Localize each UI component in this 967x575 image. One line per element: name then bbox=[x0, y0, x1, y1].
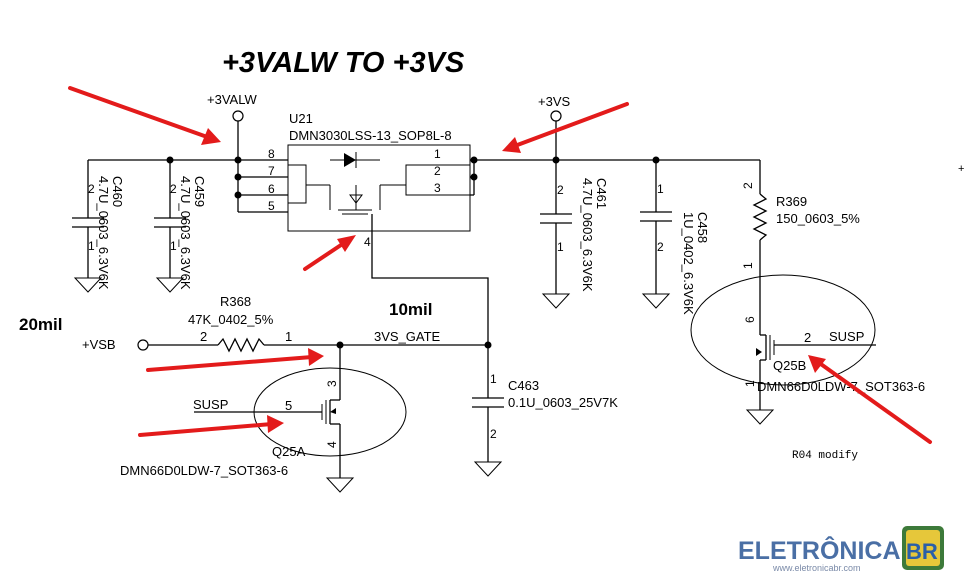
c458-pin-1: 1 bbox=[657, 182, 664, 196]
r369-pin-2: 2 bbox=[741, 182, 755, 189]
r368-value: 47K_0402_5% bbox=[188, 312, 274, 327]
u21-pin-3: 3 bbox=[434, 181, 441, 195]
q25a-pin-4: 4 bbox=[325, 441, 339, 448]
q25a-susp-label: SUSP bbox=[193, 397, 228, 412]
q25a-pin-3: 3 bbox=[325, 380, 339, 387]
c463-pin-1: 1 bbox=[490, 372, 497, 386]
cap-c458 bbox=[640, 160, 672, 309]
q25a-mosfet bbox=[194, 345, 341, 478]
u21-pin-5: 5 bbox=[268, 199, 275, 213]
c463-ref: C463 bbox=[508, 378, 539, 393]
svg-text:BR: BR bbox=[906, 539, 938, 564]
u21-mosfet bbox=[287, 144, 471, 232]
q25a-ref: Q25A bbox=[272, 444, 306, 459]
r369-ref: R369 bbox=[776, 194, 807, 209]
note-r04-modify: R04 modify bbox=[792, 450, 858, 462]
c458-pin-2: 2 bbox=[657, 240, 664, 254]
edge-plus: + bbox=[958, 163, 964, 175]
c460-pin-2: 2 bbox=[88, 182, 95, 196]
r368-pin-2: 2 bbox=[200, 329, 207, 344]
u21-pin-2: 2 bbox=[434, 164, 441, 178]
cap-c461 bbox=[540, 160, 572, 309]
note-10mil: 10mil bbox=[389, 300, 432, 319]
q25b-pin-1: 1 bbox=[743, 380, 757, 387]
c461-value: 4.7U_0603_6.3V6K bbox=[580, 178, 595, 292]
u21-pin-6: 6 bbox=[268, 182, 275, 196]
c458-value: 1U_0402_6.3V6K bbox=[681, 212, 696, 315]
rail-vsb-label: +VSB bbox=[82, 337, 116, 352]
diagram-title: +3VALW TO +3VS bbox=[222, 47, 465, 79]
c461-pin-1: 1 bbox=[557, 240, 564, 254]
q25b-part: DMN66D0LDW-7_SOT363-6 bbox=[757, 379, 925, 394]
u21-ref: U21 bbox=[289, 111, 313, 126]
c460-pin-1: 1 bbox=[88, 239, 95, 253]
cap-c463 bbox=[472, 345, 504, 477]
c459-pin-1: 1 bbox=[170, 239, 177, 253]
q25a-pin-5: 5 bbox=[285, 398, 292, 413]
cap-c459 bbox=[154, 160, 186, 293]
c461-pin-2: 2 bbox=[557, 183, 564, 197]
c459-pin-2: 2 bbox=[170, 182, 177, 196]
q25b-susp-label: SUSP bbox=[829, 329, 864, 344]
resistor-r368 bbox=[217, 337, 265, 353]
r369-pin-1: 1 bbox=[741, 262, 755, 269]
q25b-ref: Q25B bbox=[773, 358, 806, 373]
rail-3vs-terminal bbox=[550, 110, 562, 122]
u21-part: DMN3030LSS-13_SOP8L-8 bbox=[289, 128, 452, 143]
c463-value: 0.1U_0603_25V7K bbox=[508, 395, 618, 410]
rail-3valw-terminal bbox=[232, 110, 244, 122]
rail-vsb-terminal bbox=[137, 339, 149, 351]
c459-ref: C459 bbox=[192, 176, 207, 207]
rail-3vs-label: +3VS bbox=[538, 94, 570, 109]
u21-pin-4: 4 bbox=[364, 235, 371, 249]
q25b-mosfet bbox=[756, 334, 876, 410]
net-3vs-gate-label: 3VS_GATE bbox=[374, 329, 441, 344]
cap-c460 bbox=[72, 160, 104, 293]
watermark-url: www.eletronicabr.com bbox=[772, 563, 861, 573]
c461-ref: C461 bbox=[594, 178, 609, 209]
u21-pin-8: 8 bbox=[268, 147, 275, 161]
watermark-logo: ELETRÔNICA BR www.eletronicabr.com bbox=[738, 526, 944, 573]
r369-value: 150_0603_5% bbox=[776, 211, 860, 226]
c460-value: 4.7U_0603_6.3V6K bbox=[96, 176, 111, 290]
watermark-brand: ELETRÔNICA bbox=[738, 535, 901, 565]
red-arrows bbox=[68, 86, 932, 444]
resistor-r369 bbox=[752, 160, 768, 335]
c458-ref: C458 bbox=[695, 212, 710, 243]
u21-pin-1: 1 bbox=[434, 147, 441, 161]
c459-value: 4.7U_0603_6.3V6K bbox=[178, 176, 193, 290]
note-20mil: 20mil bbox=[19, 315, 62, 334]
c460-ref: C460 bbox=[110, 176, 125, 207]
rail-3valw-label: +3VALW bbox=[207, 92, 257, 107]
u21-pin-7: 7 bbox=[268, 164, 275, 178]
q25b-pin-6: 6 bbox=[743, 316, 757, 323]
q25b-pin-2: 2 bbox=[804, 330, 811, 345]
q25b-highlight-circle bbox=[690, 274, 876, 386]
r368-pin-1: 1 bbox=[285, 329, 292, 344]
c463-pin-2: 2 bbox=[490, 427, 497, 441]
r368-ref: R368 bbox=[220, 294, 251, 309]
q25a-part: DMN66D0LDW-7_SOT363-6 bbox=[120, 463, 288, 478]
